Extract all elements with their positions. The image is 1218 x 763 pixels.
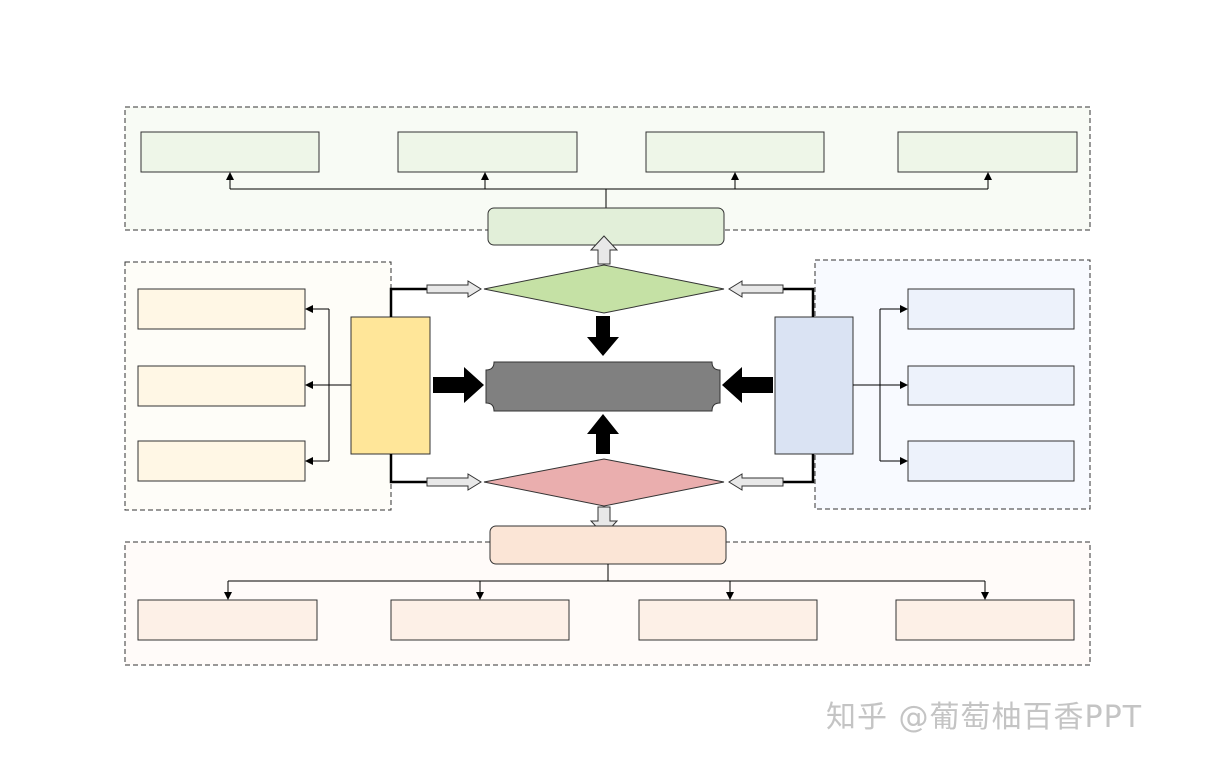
right-box-1 [907,288,1075,330]
up-outline-arrow-icon [589,235,619,265]
bottom-hub-box [489,525,727,565]
left-box-3 [137,440,306,482]
up-solid-arrow-icon [587,414,619,454]
left-box-1 [137,288,306,330]
top-diamond [483,264,725,314]
bottom-connectors [224,564,989,600]
bottom-box-3 [638,599,818,641]
top-connectors [226,172,992,208]
left-hub-box [350,316,431,455]
watermark-text: 知乎 @葡萄柚百香PPT [826,700,1143,735]
right-connectors [853,305,908,465]
left-solid-arrow-icon [722,367,773,403]
down-solid-arrow-icon [587,316,619,356]
bottom-box-1 [137,599,318,641]
top-box-3 [645,131,825,173]
left-outline-arrow-icon [728,280,784,298]
bottom-box-2 [390,599,570,641]
right-outline-arrow-icon [426,280,482,298]
left-outline-arrow-icon [728,473,784,491]
right-box-3 [907,440,1075,482]
top-box-1 [140,131,320,173]
center-core-box [485,361,721,412]
bottom-diamond [483,458,725,507]
left-connectors [305,305,351,465]
right-outline-arrow-icon [426,473,482,491]
right-solid-arrow-icon [433,367,484,403]
right-box-2 [907,365,1075,406]
left-box-2 [137,365,306,407]
top-box-4 [897,131,1078,173]
right-hub-box [774,316,854,455]
elbow-connectors [389,287,815,484]
bottom-box-4 [895,599,1075,641]
top-box-2 [397,131,578,173]
